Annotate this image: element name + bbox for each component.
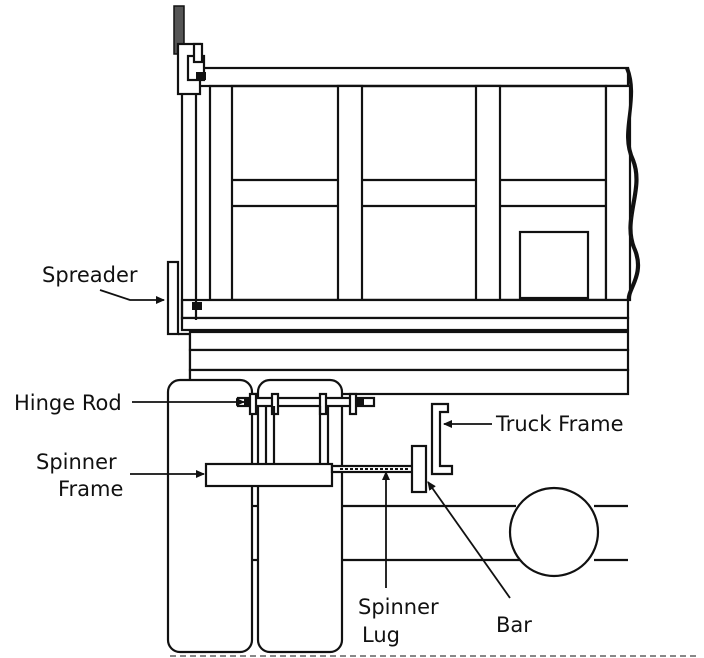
spinner-frame-label-line2: Frame — [58, 477, 123, 501]
spreader-leader — [99, 289, 165, 304]
spinner-lug — [330, 464, 416, 474]
spinner-lug-label-line1: Spinner — [358, 595, 439, 619]
bar-leader — [427, 481, 511, 599]
dump-body — [180, 66, 641, 332]
bar — [410, 444, 428, 494]
spinner-frame — [204, 462, 334, 488]
truck-frame-channel — [430, 402, 454, 476]
tailgate — [173, 5, 206, 320]
hinge-rod-label: Hinge Rod — [14, 391, 122, 415]
axle — [252, 486, 628, 578]
truck-bed-rails — [188, 330, 630, 396]
spreader-label: Spreader — [42, 263, 138, 287]
truck-frame-label: Truck Frame — [495, 412, 624, 436]
dual-tires — [166, 378, 344, 654]
spinner-frame-label-line1: Spinner — [36, 450, 117, 474]
spinner-lug-label-line2: Lug — [362, 623, 400, 647]
bar-label: Bar — [496, 613, 532, 637]
